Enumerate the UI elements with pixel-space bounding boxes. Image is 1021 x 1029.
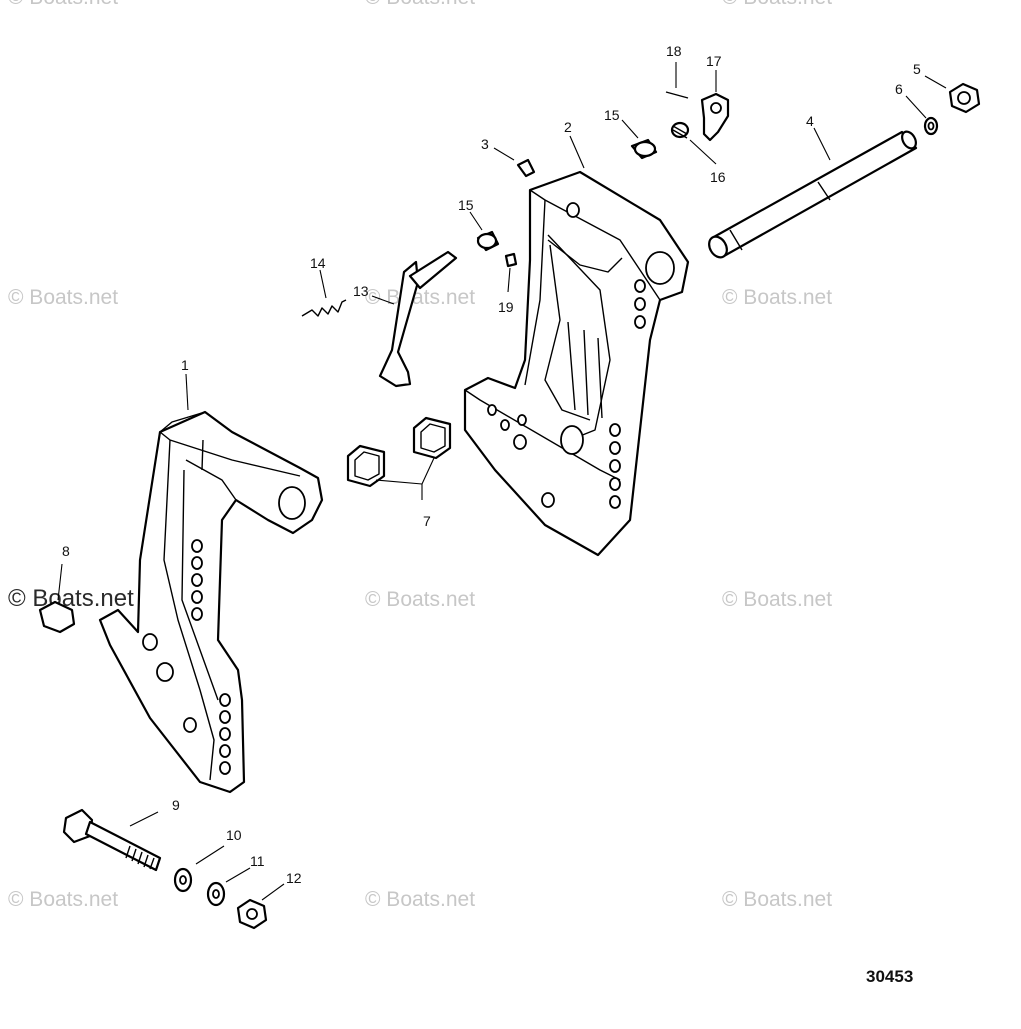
callout-13[interactable]: 13 (353, 283, 369, 299)
callout-16[interactable]: 16 (710, 169, 726, 185)
bracket-nut-left[interactable] (38, 600, 76, 634)
callout-6[interactable]: 6 (895, 81, 903, 97)
flat-washer[interactable] (173, 867, 193, 893)
callout-15-upper[interactable]: 15 (604, 107, 620, 123)
tilt-tube-washer[interactable] (923, 116, 939, 136)
callout-18[interactable]: 18 (666, 43, 682, 59)
watermark-text: © Boats.net (8, 0, 118, 9)
callout-5[interactable]: 5 (913, 61, 921, 77)
callout-3[interactable]: 3 (481, 136, 489, 152)
lock-nut[interactable] (236, 898, 268, 930)
watermark-layer: © Boats.net © Boats.net © Boats.net © Bo… (8, 0, 832, 911)
watermark-text: © Boats.net (722, 286, 832, 309)
watermark-text: © Boats.net (8, 286, 118, 309)
bushing-upper[interactable] (630, 138, 658, 160)
leader-lines (57, 62, 947, 901)
cotter-pin[interactable] (665, 91, 689, 99)
watermark-text: © Boats.net (8, 888, 118, 911)
bracket-pads[interactable] (346, 416, 452, 488)
tilt-lock-spring[interactable] (301, 299, 347, 317)
callout-19[interactable]: 19 (498, 299, 514, 315)
figure-number: 30453 (866, 967, 913, 986)
bushing-lower[interactable] (476, 230, 500, 252)
tilt-tube[interactable] (706, 129, 919, 260)
transom-bolt[interactable] (62, 808, 162, 872)
compression-spring[interactable] (670, 121, 690, 139)
callout-7[interactable]: 7 (423, 513, 431, 529)
callout-2[interactable]: 2 (564, 119, 572, 135)
callout-8[interactable]: 8 (62, 543, 70, 559)
callout-14[interactable]: 14 (310, 255, 326, 271)
watermark-text: © Boats.net (722, 588, 832, 611)
tilt-lock-cam[interactable] (700, 92, 730, 142)
lever-pin[interactable] (504, 252, 518, 268)
watermark-text: © Boats.net (8, 585, 134, 612)
tilt-tube-nut[interactable] (948, 82, 981, 114)
callout-9[interactable]: 9 (172, 797, 180, 813)
callout-15-lower[interactable]: 15 (458, 197, 474, 213)
watermark-text: © Boats.net (365, 286, 475, 309)
callout-17[interactable]: 17 (706, 53, 722, 69)
callout-11[interactable]: 11 (250, 853, 265, 869)
callout-1[interactable]: 1 (181, 357, 189, 373)
left-transom-bracket[interactable] (98, 410, 324, 794)
watermark-text: © Boats.net (365, 888, 475, 911)
watermark-text: © Boats.net (365, 588, 475, 611)
grease-fitting[interactable] (516, 158, 536, 178)
watermark-text: © Boats.net (722, 0, 832, 9)
tilt-lock-lever[interactable] (378, 250, 458, 388)
callout-4[interactable]: 4 (806, 113, 814, 129)
right-transom-bracket[interactable] (463, 170, 690, 557)
watermark-text: © Boats.net (722, 888, 832, 911)
callout-10[interactable]: 10 (226, 827, 242, 843)
callout-12[interactable]: 12 (286, 870, 302, 886)
watermark-text: © Boats.net (365, 0, 475, 9)
callout-labels: 1 2 3 4 5 6 7 8 9 10 11 12 13 14 15 15 1… (62, 43, 921, 886)
lock-washer[interactable] (206, 881, 226, 907)
